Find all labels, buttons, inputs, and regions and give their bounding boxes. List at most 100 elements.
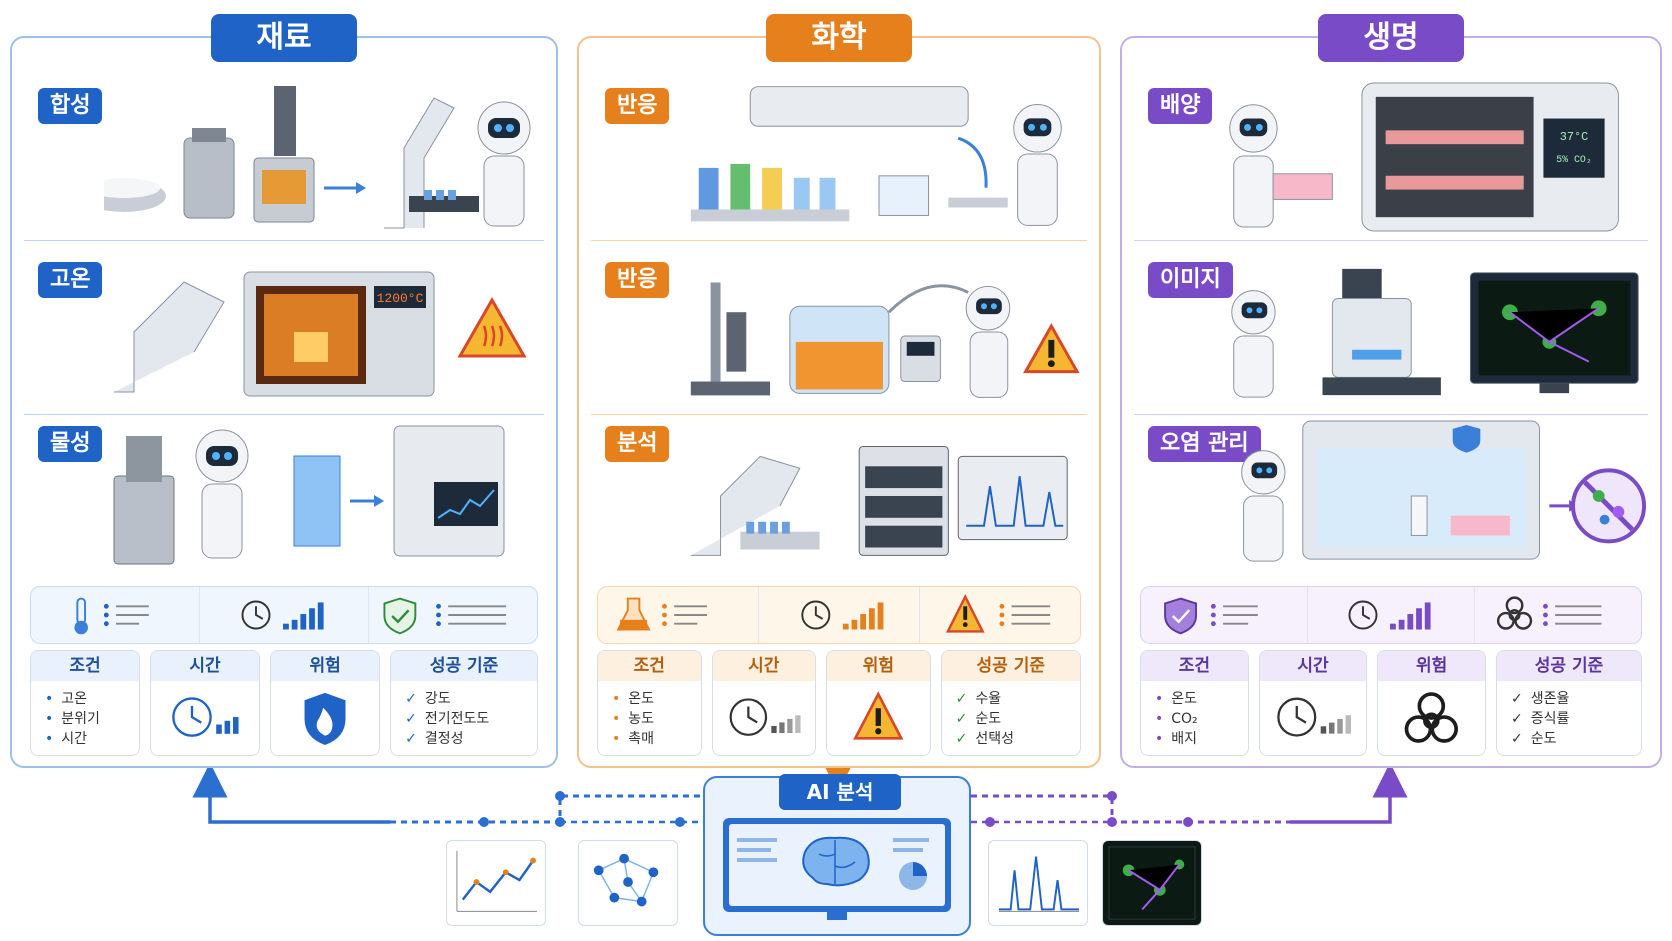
stage-imaging: 이미지 <box>1134 252 1648 412</box>
stage-culture: 배양 37°C 5% CO₂ <box>1134 78 1648 238</box>
card-condition: 조건 고온 분위기 시간 <box>30 650 141 756</box>
summary-icon-bar <box>597 586 1081 644</box>
card-time: 시간 <box>711 650 817 756</box>
thermometer-icon <box>31 587 200 643</box>
stage-label: 배양 <box>1148 88 1213 124</box>
criteria-item: 생존율 <box>1511 689 1641 709</box>
row-divider <box>591 414 1087 415</box>
condition-item: 고온 <box>45 689 139 709</box>
stage-label: 이미지 <box>1148 262 1233 298</box>
ai-title: AI 분석 <box>779 774 901 810</box>
shield-icon <box>1141 587 1308 643</box>
incubator-temp-display: 37°C <box>1560 130 1588 144</box>
criteria-item: 순도 <box>956 709 1080 729</box>
criteria-item: 결정성 <box>405 729 537 749</box>
criteria-item: 증식률 <box>1511 709 1641 729</box>
stage-label: 합성 <box>38 88 103 124</box>
panel-title: 재료 <box>211 14 357 62</box>
biosafety-cabinet-illustration <box>1214 416 1648 576</box>
card-risk: 위험 <box>826 650 931 756</box>
stage-label: 오염 관리 <box>1148 426 1261 462</box>
reactor-illustration <box>671 252 1087 412</box>
line-chart-thumbnail <box>446 840 546 926</box>
cell-image-thumbnail <box>1102 840 1202 926</box>
stage-label: 고온 <box>38 262 103 298</box>
criteria-item: 전기전도도 <box>405 709 537 729</box>
stage-reaction-1: 반응 <box>591 78 1087 238</box>
stage-reaction-2: 반응 <box>591 252 1087 412</box>
synthesis-illustration <box>82 78 544 238</box>
biohazard-icon <box>1405 692 1459 743</box>
clock-icon <box>200 587 369 643</box>
card-time: 시간 <box>1258 650 1368 756</box>
stage-synthesis: 합성 <box>24 78 544 238</box>
card-condition: 조건 온도 농도 촉매 <box>597 650 702 756</box>
card-condition: 조건 온도 CO₂ 배지 <box>1140 650 1249 756</box>
card-header: 성공 기준 <box>391 651 537 681</box>
criteria-item: 강도 <box>405 689 537 709</box>
card-risk: 위험 <box>1377 650 1487 756</box>
condition-item: 농도 <box>612 709 701 729</box>
clock-icon <box>172 697 239 737</box>
card-header: 성공 기준 <box>1497 651 1642 681</box>
row-divider <box>591 240 1087 241</box>
condition-item: 온도 <box>612 689 701 709</box>
stage-analysis: 분석 <box>591 416 1087 576</box>
warning-icon <box>920 587 1080 643</box>
ai-analysis-hub: AI 분석 <box>703 774 971 936</box>
summary-icon-bar <box>1140 586 1642 644</box>
card-header: 조건 <box>598 651 701 681</box>
fire-shield-icon <box>304 692 346 746</box>
stage-label: 물성 <box>38 426 103 462</box>
stage-label: 반응 <box>605 88 670 124</box>
materials-panel: 재료 합성 고온 <box>10 14 558 768</box>
row-divider <box>24 414 544 415</box>
stage-contamination-control: 오염 관리 <box>1134 416 1648 576</box>
biohazard-icon <box>1475 587 1641 643</box>
incubator-illustration: 37°C 5% CO₂ <box>1214 78 1648 238</box>
stage-label: 분석 <box>605 426 670 462</box>
card-success-criteria: 성공 기준 강도 전기전도도 결정성 <box>390 650 538 756</box>
spectrum-thumbnail <box>988 840 1088 926</box>
microscope-illustration <box>1214 252 1648 412</box>
shield-check-icon <box>369 587 537 643</box>
chemistry-panel: 화학 반응 반응 <box>577 14 1101 768</box>
card-time: 시간 <box>150 650 261 756</box>
incubator-co2-display: 5% CO₂ <box>1556 154 1592 165</box>
flask-icon <box>598 587 759 643</box>
row-divider <box>1134 240 1648 241</box>
condition-item: 배지 <box>1155 729 1248 749</box>
card-header: 위험 <box>827 651 930 681</box>
condition-item: 분위기 <box>45 709 139 729</box>
condition-item: 온도 <box>1155 689 1248 709</box>
criteria-item: 순도 <box>1511 729 1641 749</box>
clock-icon <box>1308 587 1475 643</box>
card-header: 위험 <box>1378 651 1486 681</box>
card-success-criteria: 성공 기준 수율 순도 선택성 <box>940 650 1081 756</box>
furnace-illustration: 1200°C <box>104 252 544 412</box>
life-panel: 생명 배양 37°C 5% CO₂ 이미지 <box>1120 14 1662 768</box>
card-header: 시간 <box>151 651 260 681</box>
card-risk: 위험 <box>270 650 381 756</box>
condition-item: 촉매 <box>612 729 701 749</box>
criteria-item: 수율 <box>956 689 1080 709</box>
card-success-criteria: 성공 기준 생존율 증식률 순도 <box>1496 650 1643 756</box>
panel-title: 화학 <box>766 14 912 62</box>
stage-high-temp: 고온 1200°C <box>24 252 544 412</box>
stage-properties: 물성 <box>24 416 544 576</box>
warning-icon <box>853 691 904 740</box>
network-graph-thumbnail <box>578 840 678 926</box>
row-divider <box>24 240 544 241</box>
properties-illustration <box>104 416 544 576</box>
clock-icon <box>729 698 801 736</box>
card-header: 시간 <box>1259 651 1367 681</box>
analysis-illustration <box>671 416 1087 576</box>
card-header: 성공 기준 <box>941 651 1080 681</box>
row-divider <box>1134 414 1648 415</box>
card-header: 조건 <box>31 651 140 681</box>
panel-title: 생명 <box>1318 14 1464 62</box>
card-header: 조건 <box>1141 651 1248 681</box>
condition-item: CO₂ <box>1155 709 1248 729</box>
card-header: 시간 <box>712 651 816 681</box>
